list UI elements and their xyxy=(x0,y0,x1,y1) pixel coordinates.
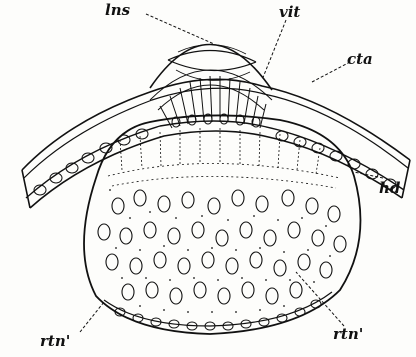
leader-rtn-left xyxy=(80,302,104,332)
cuticle-inner-line xyxy=(24,88,408,178)
label-lns: lns xyxy=(105,3,130,18)
label-rtn-left: rtn' xyxy=(40,334,70,349)
leader-lns xyxy=(146,14,214,44)
label-vit: vit xyxy=(279,5,300,20)
label-rtn-right: rtn' xyxy=(333,327,363,342)
leader-vit xyxy=(262,20,286,80)
label-hd: hd xyxy=(379,181,400,196)
leader-rtn-right xyxy=(296,272,344,326)
cuticle-outer-line xyxy=(22,79,410,170)
hypodermis-lower-line xyxy=(30,131,402,208)
leader-cta xyxy=(312,62,350,82)
label-cta: cta xyxy=(347,52,373,67)
retina xyxy=(84,115,360,334)
retina-rhabdoms xyxy=(120,128,320,174)
